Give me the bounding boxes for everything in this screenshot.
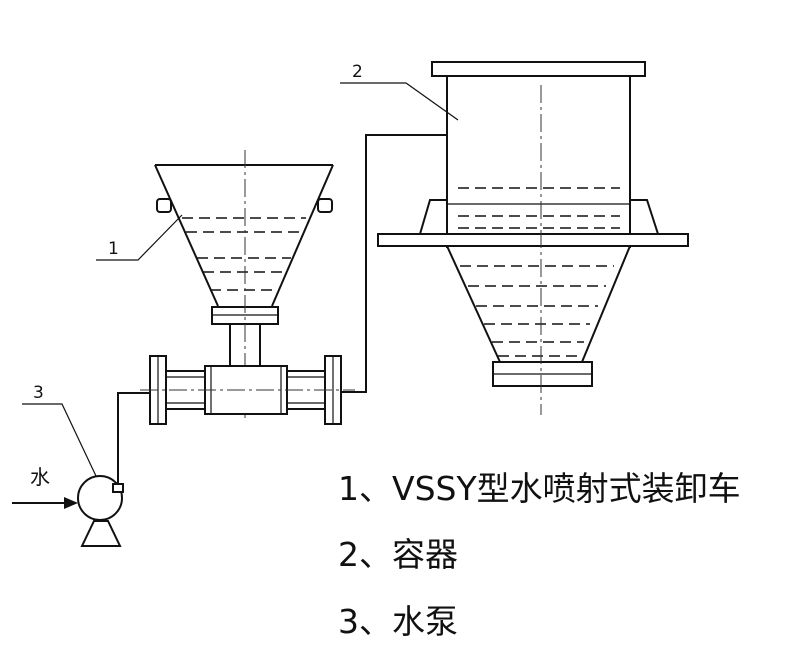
pump-casing: [77, 475, 123, 521]
legend-item-hopper: 1、VSSY型水喷射式装卸车: [338, 469, 741, 508]
legend: 1、VSSY型水喷射式装卸车 2、容器 3、水泵: [338, 469, 741, 641]
container-cone-left: [446, 245, 501, 363]
hopper-lug-left: [156, 198, 172, 213]
hopper-left-wall: [154, 164, 219, 307]
container-support-plate: [377, 233, 689, 247]
discharge-pipe: [341, 134, 447, 393]
water-inlet-arrowhead: [64, 497, 78, 509]
hopper-lug-right: [317, 198, 333, 213]
callout-leader-pump: [22, 403, 97, 477]
container-vessel: [377, 61, 689, 415]
ejector-assembly: [140, 355, 355, 425]
piping: [117, 134, 447, 486]
hopper-funnel: [154, 150, 334, 418]
pump-outlet: [112, 483, 124, 493]
ejector-mixing-sleeve: [204, 365, 288, 415]
legend-item-container: 2、容器: [338, 535, 458, 574]
water-supply-pipe: [117, 392, 150, 486]
callout-number-pump: 3: [33, 383, 44, 403]
callout-leader-hopper: [96, 214, 183, 261]
pump-base: [80, 520, 122, 547]
water-inlet-label: 水: [30, 465, 50, 489]
callout-number-hopper: 1: [108, 239, 119, 259]
water-pump: 水: [12, 465, 124, 547]
callout-number-container: 2: [352, 62, 363, 82]
callout-leader-container: [340, 82, 459, 121]
container-support-lug-left: [418, 199, 448, 235]
container-support-lug-right: [629, 199, 660, 235]
container-top-flange: [431, 61, 646, 77]
container-cone-right: [581, 245, 631, 363]
callouts: 1 2 3: [22, 62, 459, 477]
legend-item-pump: 3、水泵: [338, 602, 458, 641]
hopper-right-wall: [271, 164, 334, 307]
